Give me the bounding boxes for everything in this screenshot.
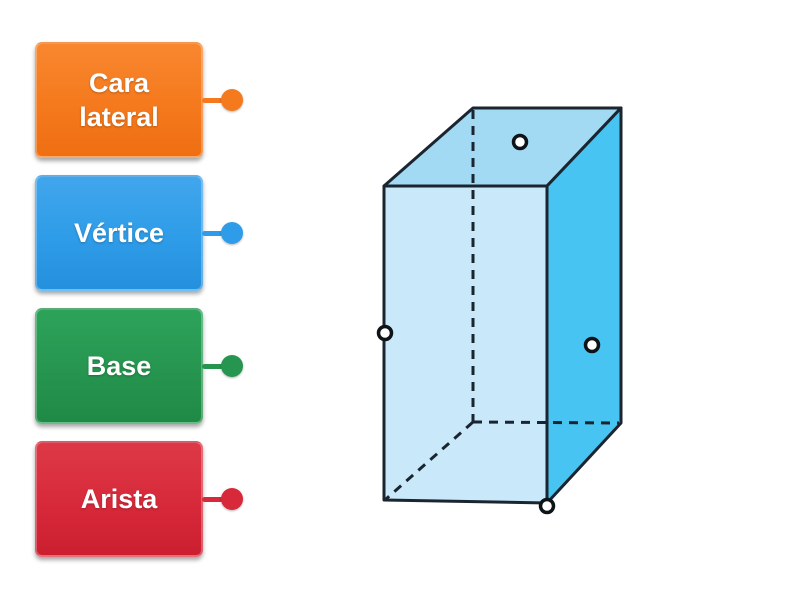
label-cara-lateral-text: Cara lateral: [79, 67, 159, 132]
label-cara-lateral[interactable]: Cara lateral: [35, 42, 203, 158]
label-base[interactable]: Base: [35, 308, 203, 424]
marker-top-face[interactable]: [511, 133, 529, 151]
label-row-vertice: Vértice: [0, 175, 260, 291]
marker-bottom-front-right-vertex[interactable]: [538, 497, 556, 515]
label-arista[interactable]: Arista: [35, 441, 203, 557]
label-vertice[interactable]: Vértice: [35, 175, 203, 291]
label-vertice-text: Vértice: [73, 217, 165, 248]
label-cara-lateral-connector: [202, 98, 223, 103]
label-base-dot[interactable]: [221, 355, 243, 377]
label-base-text: Base: [86, 350, 152, 381]
label-row-base: Base: [0, 308, 260, 424]
prism-hidden-edges: [385, 110, 620, 501]
label-base-connector: [202, 364, 223, 369]
marker-right-face[interactable]: [583, 336, 601, 354]
marker-left-front-edge[interactable]: [376, 324, 394, 342]
label-row-arista: Arista: [0, 441, 260, 557]
label-cara-lateral-dot[interactable]: [221, 89, 243, 111]
prism-front-face: [382, 184, 549, 505]
label-arista-connector: [202, 497, 223, 502]
label-vertice-connector: [202, 231, 223, 236]
label-arista-dot[interactable]: [221, 488, 243, 510]
label-row-cara-lateral: Cara lateral: [0, 42, 260, 158]
label-arista-text: Arista: [80, 483, 158, 514]
label-vertice-dot[interactable]: [221, 222, 243, 244]
